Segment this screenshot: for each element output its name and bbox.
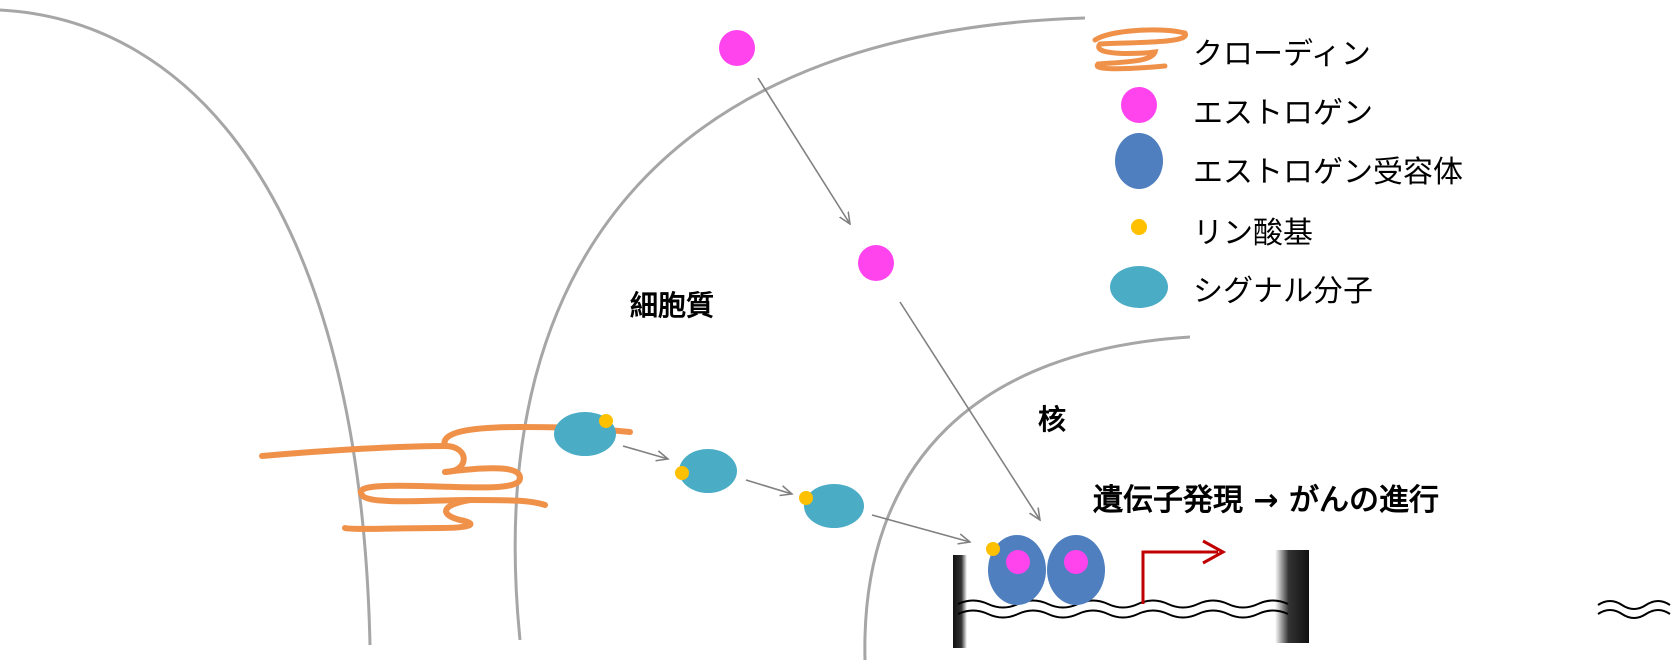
signal-arrow-1 (622, 445, 668, 459)
transcription-arrowhead (1202, 539, 1227, 565)
estrogen-receptor-oval-icon (1115, 133, 1163, 189)
estrogen-entry-arrow (757, 77, 850, 224)
estrogen-circle-icon (1121, 87, 1157, 123)
legend-label-phosphate: リン酸基 (1193, 216, 1313, 251)
phosphate-dot-icon (1131, 219, 1147, 235)
cytoplasm-label: 細胞質 (630, 289, 715, 322)
legend-label-signal-molecule: シグナル分子 (1193, 274, 1373, 309)
phosphate-group (799, 491, 813, 505)
dna-break-symbol (1597, 600, 1671, 619)
legend-label-estrogen-receptor: エストロゲン受容体 (1193, 155, 1463, 190)
signal-arrow-3 (871, 514, 970, 542)
signal-arrows (622, 77, 1040, 542)
gene-expression-label: 遺伝子発現 → がんの進行 (1093, 483, 1440, 518)
nucleus-membrane (863, 335, 1191, 661)
phosphate-group (599, 414, 613, 428)
transcription-start-arrow (1141, 550, 1218, 604)
legend-icons (1092, 27, 1188, 308)
bound-estrogen (1064, 550, 1088, 574)
nucleus-label: 核 (1038, 403, 1067, 436)
estrogen-to-receptor-arrow (899, 301, 1040, 520)
signal-molecule (679, 449, 737, 493)
claudin-coil (259, 423, 633, 532)
bound-estrogen (1006, 550, 1030, 574)
left-cell-membrane (0, 8, 372, 646)
phosphate-group (986, 542, 1000, 556)
chromatin-bar-left (953, 555, 967, 648)
dna-strand (957, 599, 1289, 619)
signal-arrow-2 (745, 479, 792, 494)
legend-label-claudin: クローディン (1193, 37, 1371, 72)
estrogen-molecule (858, 245, 894, 281)
chromatin-bar-right (1275, 550, 1309, 643)
signal-molecule (804, 484, 864, 528)
legend-label-estrogen: エストロゲン (1193, 96, 1373, 131)
phosphate-group (675, 466, 689, 480)
signal-molecule-oval-icon (1110, 266, 1168, 308)
claudin-coil-icon (1092, 27, 1188, 72)
estrogen-molecule (719, 30, 755, 66)
